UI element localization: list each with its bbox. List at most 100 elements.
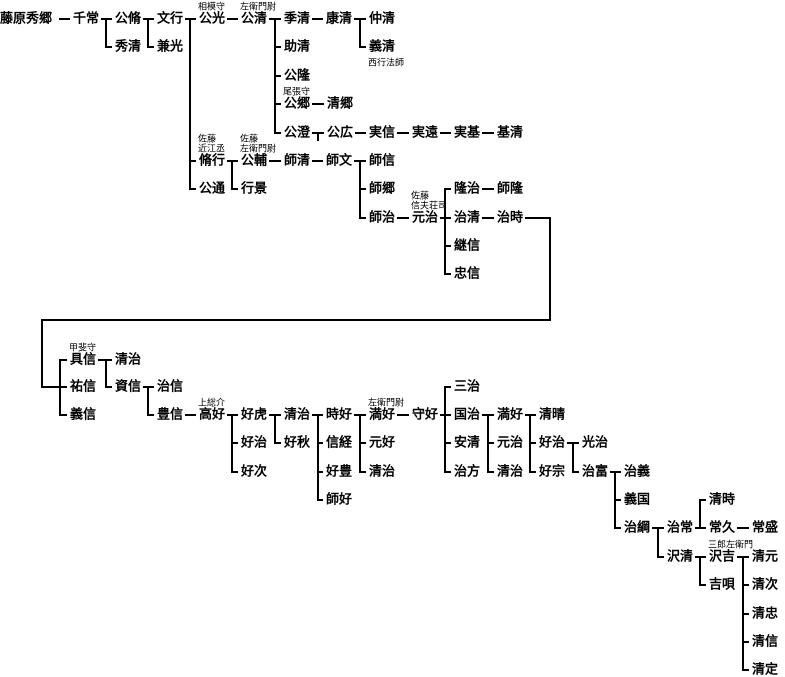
- node-mitsuyoshi2: 満好: [497, 407, 523, 423]
- node-sukeyuki: 脩行: [198, 153, 225, 169]
- node-yoshitoyo: 好豊: [325, 464, 352, 480]
- node-yasukiyo2: 安清: [454, 435, 480, 451]
- node-kiyoharu3: 清治: [369, 464, 395, 480]
- node-mitsuyoshi: 満好: [369, 407, 395, 423]
- node-title-kinmitsu: 相模守: [198, 1, 225, 13]
- node-kiyoharu1: 清治: [115, 352, 141, 368]
- node-tsugunobu: 継信: [454, 238, 480, 254]
- node-motoyoshi: 元好: [369, 435, 395, 451]
- node-tadanobu: 忠信: [454, 266, 480, 282]
- node-sukekiyo: 助清: [284, 39, 310, 55]
- node-yasukiyo: 康清: [326, 11, 352, 27]
- node-kiyoharu4: 清治: [497, 464, 523, 480]
- node-motoharu: 元治: [412, 210, 438, 226]
- node-sanenobu: 実信: [369, 125, 395, 141]
- node-harutomi: 治富: [582, 464, 608, 480]
- node-kiyonobu: 清信: [752, 634, 778, 650]
- node-yoshiharu2: 好治: [538, 435, 565, 451]
- node-kinmichi: 公通: [199, 181, 225, 197]
- node-norikiyo: 義清: [369, 39, 395, 55]
- node-kinkiyo: 公清: [241, 11, 267, 27]
- node-sanetoo: 実遠: [412, 125, 438, 141]
- connector-lines: [41, 18, 749, 671]
- node-tsunehisa: 常久: [709, 520, 736, 536]
- node-sawakiyo: 沢清: [667, 549, 693, 565]
- node-kinzumi: 公澄: [284, 125, 311, 141]
- node-yoshiaki: 好秋: [283, 435, 311, 451]
- node-hidekiyo: 秀清: [114, 39, 141, 55]
- node-moroharu: 師治: [369, 210, 395, 226]
- node-hidesato: 藤原秀郷: [0, 11, 52, 27]
- node-harutsuna: 治綱: [624, 520, 650, 536]
- node-kiyoharu2: 清治: [284, 407, 310, 423]
- node-motokiyo: 基清: [496, 125, 523, 141]
- node-title-motoharu: 佐藤: [411, 190, 429, 202]
- node-title-kinsuke: 佐藤: [240, 133, 258, 145]
- node-yoshimune: 好宗: [538, 464, 565, 480]
- node-kiyosato: 清郷: [327, 96, 353, 112]
- node-title-motoharu: 信夫荘司: [411, 200, 447, 212]
- node-kinhiro: 公広: [327, 125, 353, 141]
- node-yukikage: 行景: [240, 181, 267, 197]
- node-moroyoshi: 師好: [326, 492, 352, 508]
- node-title-kinsato: 尾張守: [283, 86, 310, 98]
- node-kintaka: 公隆: [284, 68, 311, 84]
- node-mitsuharu: 光治: [581, 435, 608, 451]
- node-fumiyuki: 文行: [157, 11, 183, 27]
- node-harukiyo: 治清: [454, 210, 480, 226]
- node-sukenobu: 祐信: [70, 379, 96, 395]
- node-title-sukeyuki: 佐藤: [198, 133, 216, 145]
- node-haruyoshi: 治義: [624, 464, 650, 480]
- node-title-kinsuke: 左衛門尉: [240, 143, 276, 155]
- node-morokiyo: 師清: [284, 153, 310, 169]
- node-moriyoshi: 守好: [412, 407, 438, 423]
- node-harutoki: 治時: [497, 210, 523, 226]
- node-yoshikuni: 義国: [624, 492, 650, 508]
- node-kinosu: 公脩: [115, 11, 142, 27]
- node-takaharu: 隆治: [454, 181, 480, 197]
- node-title-sukeyuki: 近江丞: [198, 143, 225, 155]
- node-title-takayoshi: 上総介: [198, 397, 225, 409]
- node-chitsune: 千常: [73, 11, 99, 27]
- node-tokiyoshi: 時好: [326, 407, 352, 423]
- node-tomonobu: 具信: [70, 352, 96, 368]
- node-note-norikiyo: 西行法師: [368, 57, 404, 69]
- node-kinsuke: 公輔: [241, 153, 267, 169]
- node-moronobu: 師信: [369, 153, 395, 169]
- node-title-tomonobu: 甲斐守: [69, 342, 96, 354]
- node-yoshinori: 吉唄: [709, 578, 735, 593]
- node-sukenobu2: 資信: [115, 379, 141, 395]
- node-kanemitsu: 兼光: [157, 39, 183, 55]
- node-sanemoto: 実基: [454, 125, 481, 141]
- node-nakakiyo: 仲清: [369, 11, 395, 27]
- node-kiyosada: 清定: [752, 662, 778, 677]
- node-kiyoharu5: 清晴: [539, 407, 565, 423]
- node-title-mitsuyoshi: 左衛門尉: [368, 397, 404, 409]
- node-harutsune: 治常: [667, 520, 693, 536]
- node-title-sawayoshi: 三郎左衛門: [708, 539, 753, 551]
- node-kinsato: 公郷: [284, 97, 310, 112]
- node-title-kinkiyo: 左衛門尉: [240, 1, 276, 13]
- node-yoshinobu: 義信: [70, 407, 96, 423]
- node-morosato: 師郷: [369, 181, 395, 197]
- node-suekiyo: 季清: [283, 11, 310, 27]
- node-nobutsune: 信経: [326, 435, 353, 451]
- node-kiyotoki: 清時: [709, 492, 735, 508]
- node-sanji: 三治: [454, 379, 480, 395]
- node-kiyotada: 清忠: [752, 606, 778, 622]
- node-kiyomoto: 清元: [752, 549, 778, 565]
- node-yoshitsugu: 好次: [240, 464, 267, 480]
- node-motoharu2: 元治: [497, 435, 523, 451]
- node-kiyotsugu: 清次: [752, 577, 778, 593]
- node-morofumi: 師文: [326, 153, 353, 169]
- node-morotaka: 師隆: [497, 181, 524, 197]
- node-takayoshi: 高好: [199, 407, 225, 423]
- node-yoshitora: 好虎: [240, 407, 267, 423]
- node-sawayoshi: 沢吉: [709, 549, 735, 565]
- node-harukata: 治方: [454, 464, 480, 480]
- node-tsunemori: 常盛: [752, 520, 778, 536]
- node-toyonobu: 豊信: [157, 407, 183, 423]
- node-kuniharu: 国治: [454, 407, 480, 423]
